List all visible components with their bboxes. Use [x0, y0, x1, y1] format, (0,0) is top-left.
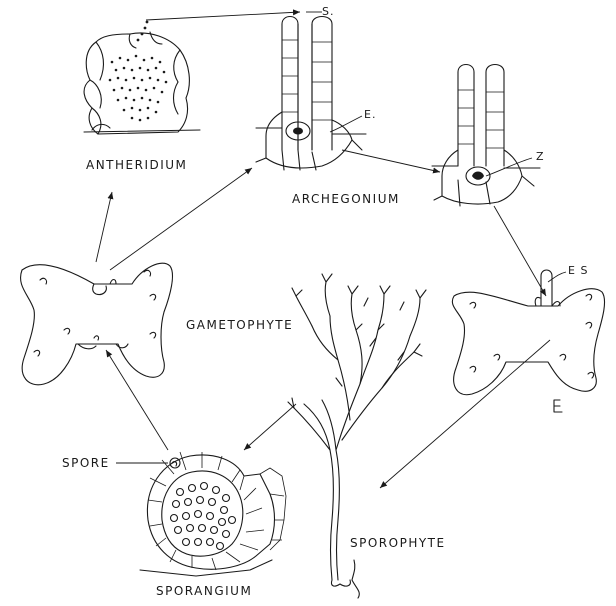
- sporangium-label: SPORANGIUM: [156, 584, 252, 598]
- gametophyte-drawing: [21, 263, 173, 385]
- embryo-sporophyte-label: E S: [568, 264, 588, 277]
- sporangium-drawing: [140, 452, 286, 576]
- spore-label: SPORE: [62, 456, 110, 470]
- spore-dots: [171, 483, 236, 550]
- antheridium-drawing: [84, 21, 200, 134]
- sperm-to-archegonium-arrow: [146, 12, 300, 20]
- zygote-label: Z: [536, 150, 545, 163]
- zygote-to-sporophyte-arrow: [494, 206, 546, 296]
- archegonium-zygote-drawing: [432, 65, 540, 207]
- gametophyte-to-antheridium-arrow: [96, 192, 112, 262]
- sporophyte-label: SPOROPHYTE: [350, 536, 446, 550]
- archegonium-to-zygote-arrow: [342, 150, 440, 172]
- archegonium-drawing: [256, 17, 366, 171]
- sperm-label: S.: [322, 5, 334, 18]
- antheridium-label: ANTHERIDIUM: [86, 158, 187, 172]
- gametophyte-to-archegonium-arrow: [110, 168, 252, 270]
- gametophyte-young-sporophyte-drawing: [452, 270, 604, 412]
- zygote-leader-line: [486, 158, 532, 176]
- spore-to-gametophyte-arrow: [106, 350, 168, 450]
- embryo-leader-line: [548, 272, 566, 282]
- young-to-mature-sporophyte-arrow: [380, 340, 550, 488]
- sporophyte-to-sporangium-arrow: [244, 404, 296, 450]
- egg-label: E.: [364, 108, 376, 121]
- gametophyte-label: GAMETOPHYTE: [186, 318, 293, 332]
- archegonium-label: ARCHEGONIUM: [292, 192, 400, 206]
